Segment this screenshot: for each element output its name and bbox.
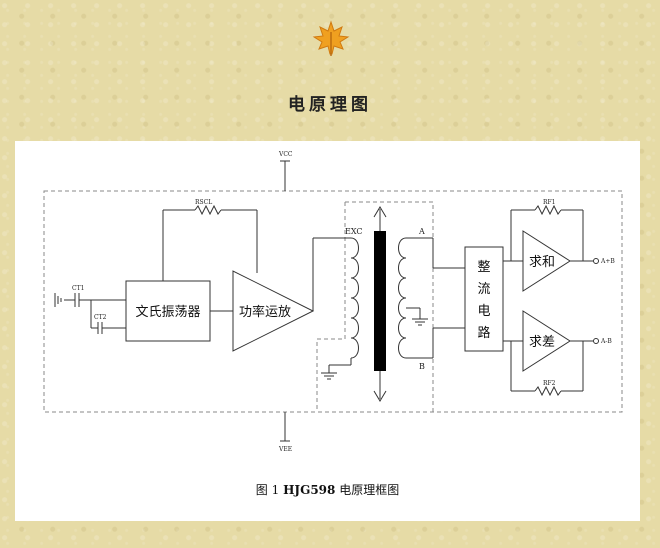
circuit-diagram: VCC VEE CT1 CT2 RSCL RF1 RF2 A+B A-B EXC…: [43, 151, 623, 453]
ct1-label: CT1: [72, 285, 84, 292]
out-sum-label: A+B: [600, 258, 615, 265]
vee-label: VEE: [278, 446, 292, 453]
power-amp-block: [232, 270, 315, 352]
ct2-label: CT2: [94, 314, 107, 321]
rectifier-char-1: 整: [477, 260, 490, 275]
sum-amp-block: [522, 230, 571, 292]
diagram-panel: VCC VEE CT1 CT2 RSCL RF1 RF2 A+B A-B EXC…: [15, 141, 640, 521]
caption-suffix: 电原理框图: [335, 483, 400, 497]
caption-model: HJG598: [283, 483, 336, 497]
node-a-label: A: [418, 227, 425, 236]
sum-label: 求和: [529, 255, 555, 270]
left-dashed-enclosure: [43, 190, 623, 413]
rf1-label: RF1: [543, 199, 556, 206]
rscl-label: RSCL: [195, 199, 212, 206]
exc-label: EXC: [345, 227, 363, 236]
power-amp-label: 功率运放: [239, 304, 291, 320]
maple-leaf-icon: [312, 20, 350, 56]
oscillator-label: 文氏振荡器: [135, 305, 200, 320]
caption-prefix: 图 1: [255, 483, 284, 497]
vcc-label: VCC: [278, 151, 293, 158]
rectifier-char-4: 路: [477, 325, 490, 341]
node-b-label: B: [419, 362, 425, 371]
rectifier-block: [464, 246, 504, 352]
diff-amp-block: [522, 310, 571, 372]
out-diff-label: A-B: [600, 338, 612, 345]
transformer-core: [374, 231, 386, 371]
rectifier-char-3: 电: [477, 304, 490, 319]
diff-label: 求差: [529, 335, 555, 350]
figure-caption: 图 1 HJG598 电原理框图: [15, 481, 640, 498]
page-title: 电原理图: [288, 95, 372, 115]
rectifier-char-2: 流: [477, 282, 490, 297]
rf2-label: RF2: [543, 380, 556, 387]
